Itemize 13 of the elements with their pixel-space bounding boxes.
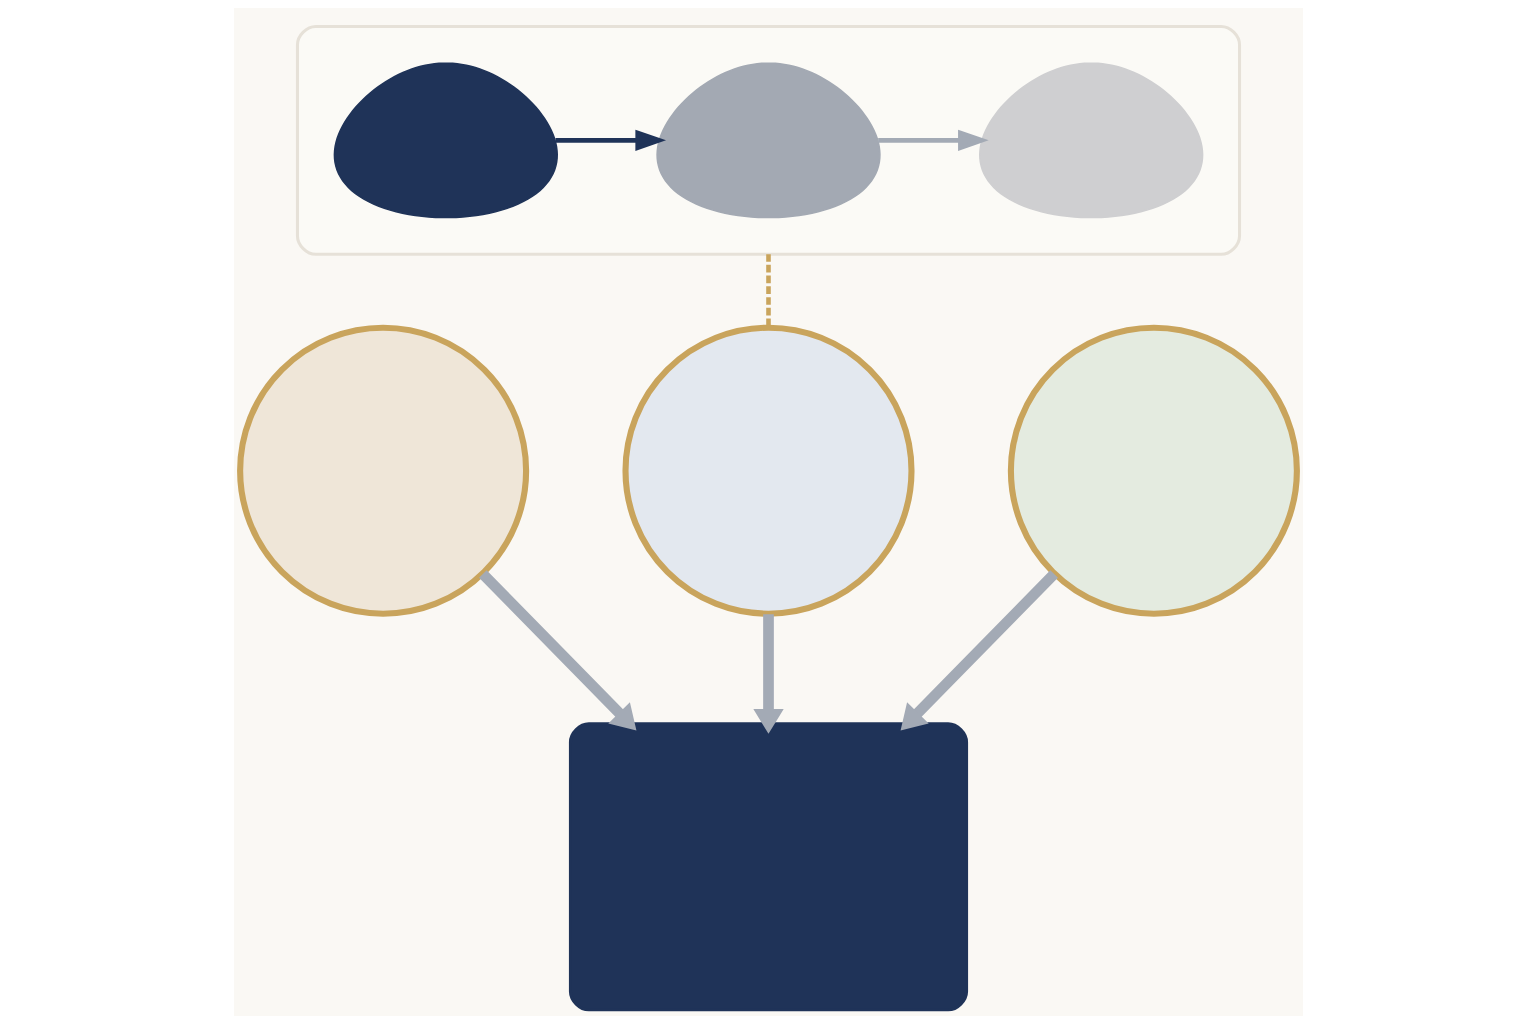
node-circle	[236, 324, 529, 617]
node-box	[568, 722, 968, 1012]
node-person	[655, 62, 881, 219]
arrow	[877, 129, 989, 152]
connector	[765, 254, 771, 328]
arrow	[555, 129, 666, 152]
node-circle	[1007, 324, 1300, 617]
arrow	[900, 570, 1058, 731]
node-person	[978, 62, 1203, 219]
node-person	[333, 62, 558, 219]
arrow	[752, 614, 784, 734]
node-circle	[621, 324, 915, 617]
arrow	[478, 570, 636, 731]
